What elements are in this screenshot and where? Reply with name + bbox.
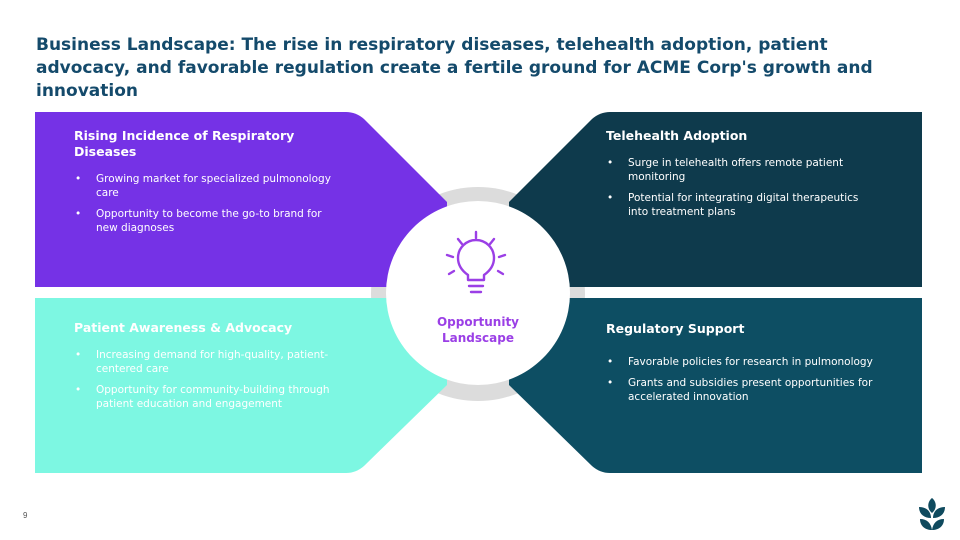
bullet-text: Growing market for specialized pulmonolo…	[96, 173, 331, 199]
bottom-left-shape	[35, 298, 447, 473]
bullet-text: Potential for integrating digital therap…	[628, 192, 859, 218]
bullet-icon: •	[75, 349, 82, 361]
bullet-text: Opportunity for community-building throu…	[96, 384, 330, 410]
bullet-item: • Opportunity to become the go-to brand f…	[74, 207, 344, 235]
lightbulb-icon	[445, 230, 507, 294]
bullet-item: • Growing market for specialized pulmonol…	[74, 172, 344, 200]
center-label-line1: Opportunity	[436, 315, 520, 329]
bullet-icon: •	[607, 356, 614, 368]
card-regulatory-support: Regulatory Support • Favorable policies f…	[606, 321, 881, 411]
bullet-icon: •	[607, 377, 614, 389]
card-title: Rising Incidence of Respiratory Diseases	[74, 128, 295, 159]
bullet-item: • Favorable policies for research in pulm…	[606, 355, 881, 369]
bullet-icon: •	[75, 208, 82, 220]
bullet-text: Increasing demand for high-quality, pati…	[96, 349, 329, 375]
bullet-text: Grants and subsidies present opportuniti…	[628, 377, 873, 403]
bullet-item: • Increasing demand for high-quality, pat…	[74, 348, 344, 376]
bullet-icon: •	[607, 157, 614, 169]
bullet-list: • Favorable policies for research in pulm…	[606, 355, 881, 404]
bullet-text: Opportunity to become the go-to brand fo…	[96, 208, 322, 234]
bullet-icon: •	[75, 173, 82, 185]
bullet-icon: •	[607, 192, 614, 204]
card-telehealth-adoption: Telehealth Adoption • Surge in telehealth…	[606, 128, 876, 226]
card-title: Regulatory Support	[606, 321, 745, 336]
bullet-list: • Surge in telehealth offers remote patie…	[606, 156, 876, 219]
card-title: Telehealth Adoption	[606, 128, 748, 143]
bullet-icon: •	[75, 384, 82, 396]
bottom-right-shape	[509, 298, 922, 473]
bullet-item: • Grants and subsidies present opportunit…	[606, 376, 881, 404]
top-left-shape	[35, 112, 447, 287]
bullet-text: Surge in telehealth offers remote patien…	[628, 157, 844, 183]
card-patient-awareness: Patient Awareness & Advocacy • Increasing…	[74, 320, 344, 418]
page-number: 9	[23, 511, 28, 520]
top-right-shape	[509, 112, 922, 287]
bullet-list: • Increasing demand for high-quality, pat…	[74, 348, 344, 411]
bullet-text: Favorable policies for research in pulmo…	[628, 356, 873, 368]
center-label-line2: Landscape	[442, 331, 514, 345]
bullet-item: • Opportunity for community-building thro…	[74, 383, 344, 411]
center-label: Opportunity Landscape	[418, 314, 538, 346]
slide-title: Business Landscape: The rise in respirat…	[36, 35, 873, 101]
card-title: Patient Awareness & Advocacy	[74, 320, 293, 335]
bullet-item: • Potential for integrating digital thera…	[606, 191, 876, 219]
bullet-list: • Growing market for specialized pulmonol…	[74, 172, 344, 235]
company-logo-icon	[919, 498, 945, 530]
bullet-item: • Surge in telehealth offers remote patie…	[606, 156, 876, 184]
card-rising-incidence: Rising Incidence of Respiratory Diseases…	[74, 128, 344, 242]
